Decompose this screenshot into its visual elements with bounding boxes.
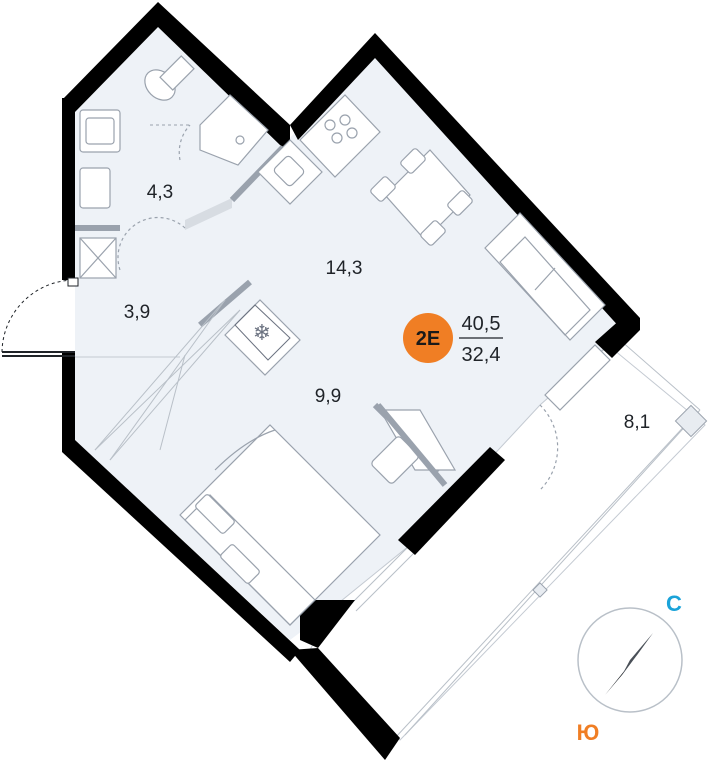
loggia-area-label: 8,1 xyxy=(624,412,650,433)
bed xyxy=(179,424,381,626)
loggia-glazing xyxy=(349,339,708,739)
bathroom-fixtures xyxy=(79,55,269,279)
sofa xyxy=(484,212,606,341)
outer-walls xyxy=(62,2,640,760)
dining-set xyxy=(370,148,473,246)
living-area-value: 32,4 xyxy=(462,344,501,366)
compass-north-label: С xyxy=(666,591,682,616)
balcony-door xyxy=(539,344,611,491)
kitchen-living-area-label: 14,3 xyxy=(326,258,363,279)
apartment-info: 2E 40,5 32,4 xyxy=(403,313,503,366)
type-badge-label: 2E xyxy=(416,328,440,350)
entrance-door xyxy=(1,277,79,357)
kitchen-fixtures xyxy=(257,94,381,205)
total-area-value: 40,5 xyxy=(462,313,501,335)
wardrobe: ❄ xyxy=(224,299,301,376)
svg-text:❄: ❄ xyxy=(253,321,271,346)
bedroom-closet xyxy=(94,299,241,461)
hall-area-label: 3,9 xyxy=(124,302,150,323)
desk xyxy=(371,403,457,487)
bathroom-area-label: 4,3 xyxy=(147,182,173,203)
compass: С Ю xyxy=(577,591,683,745)
bedroom-area-label: 9,9 xyxy=(315,386,341,407)
type-badge xyxy=(403,313,453,363)
compass-south-label: Ю xyxy=(577,720,600,745)
